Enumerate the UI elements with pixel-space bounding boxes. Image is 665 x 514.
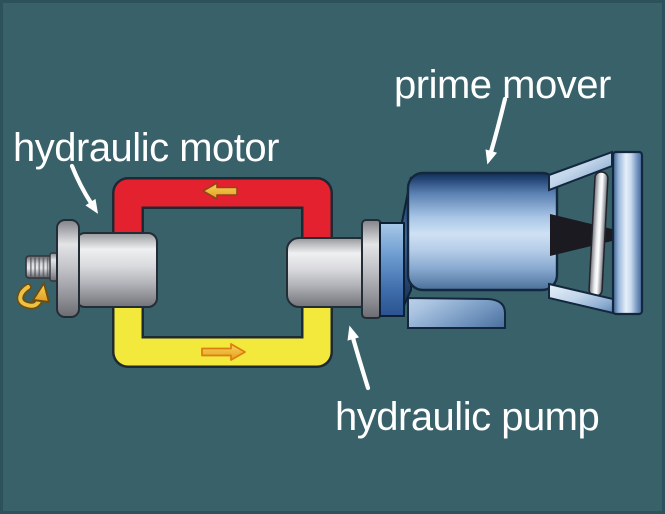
prime-mover-label: prime mover (394, 63, 611, 107)
annotation-arrows (69, 96, 508, 391)
fan-guard-bottom-strut (548, 282, 614, 315)
pump-body (286, 237, 372, 308)
prime-mover-base (407, 272, 506, 329)
fan-shaft-cone (550, 214, 612, 256)
fan-guard-end-bar (611, 150, 644, 316)
pump-label-arrow (347, 325, 371, 391)
motor-shaft-splines (30, 257, 49, 277)
flow-arrow-left-icon (202, 182, 238, 200)
hydraulic-motor-graphic (16, 219, 158, 318)
motor-flange (56, 219, 80, 318)
motor-shaft-collar (49, 252, 58, 282)
hydraulic-pump-graphic (286, 219, 405, 319)
flow-arrow-right-icon (201, 343, 246, 361)
hydraulic-pump-label: hydraulic pump (335, 395, 600, 439)
motor-body (75, 232, 158, 308)
pump-flange (361, 219, 382, 319)
pump-coupling-ring (379, 222, 405, 317)
hydraulic-motor-label: hydraulic motor (13, 126, 279, 170)
rotation-arrow-icon (16, 282, 50, 310)
prime-mover-body (406, 171, 559, 292)
motor-label-arrow (69, 163, 99, 214)
fan-blade (588, 171, 609, 297)
prime-mover-label-arrow (485, 96, 508, 165)
prime-mover-graphic (400, 150, 644, 329)
